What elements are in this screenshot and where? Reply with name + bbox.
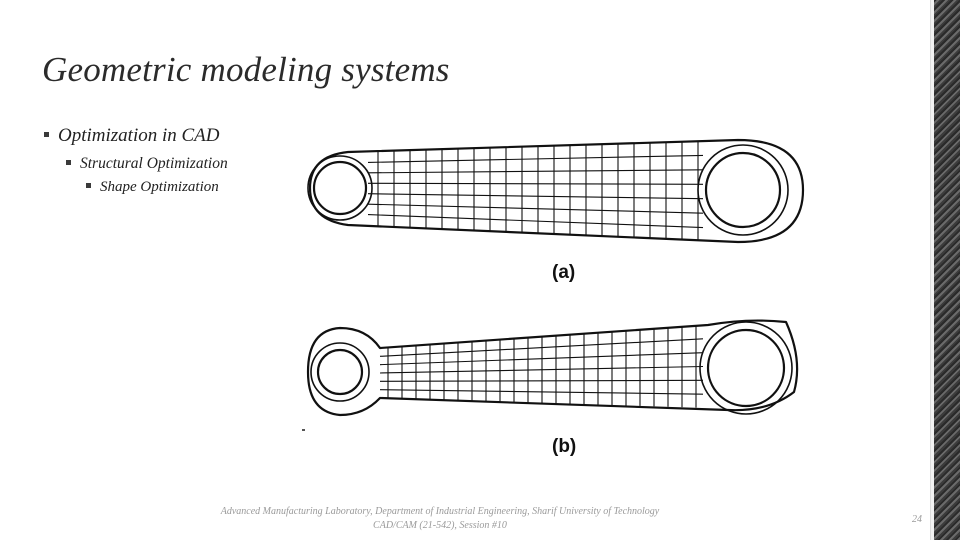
slide-title: Geometric modeling systems (42, 50, 450, 89)
bullet-text: Optimization in CAD (58, 125, 220, 146)
mesh-line (367, 169, 704, 174)
bullet-text: Structural Optimization (80, 155, 228, 172)
stray-mark (302, 429, 305, 431)
footer-line1: Advanced Manufacturing Laboratory, Depar… (220, 506, 660, 517)
decorative-side-strip (934, 0, 960, 540)
mesh-line (367, 182, 704, 185)
mesh-line (367, 214, 704, 229)
bullet-level1: Optimization in CAD (44, 125, 228, 147)
mesh-line (379, 338, 704, 357)
mesh-b (306, 319, 799, 417)
square-bullet-icon (44, 132, 49, 138)
bullet-level2: Structural Optimization (66, 155, 228, 173)
slide-footer: Advanced Manufacturing Laboratory, Depar… (185, 505, 695, 533)
bullet-list: Optimization in CAD Structural Optimizat… (44, 125, 228, 196)
mesh-line (367, 154, 704, 163)
bullet-level3: Shape Optimization (86, 179, 228, 196)
mesh-line (379, 365, 704, 374)
mesh-line (379, 379, 704, 382)
mesh-a (307, 138, 805, 244)
mesh-line (367, 193, 704, 200)
mesh-line (379, 352, 704, 366)
slide-right-edge (930, 0, 935, 540)
footer-line2: CAD/CAM (21-542), Session #10 (373, 520, 507, 531)
mesh-line (379, 389, 704, 395)
label-b: (b) (552, 436, 576, 457)
square-bullet-icon (66, 159, 71, 165)
connecting-rod-mesh-figure: (a) (b) (306, 138, 805, 457)
page-number: 24 (912, 514, 922, 525)
bullet-text: Shape Optimization (100, 179, 219, 195)
mesh-line (367, 203, 704, 214)
square-bullet-icon (86, 183, 91, 189)
label-a: (a) (552, 262, 575, 283)
